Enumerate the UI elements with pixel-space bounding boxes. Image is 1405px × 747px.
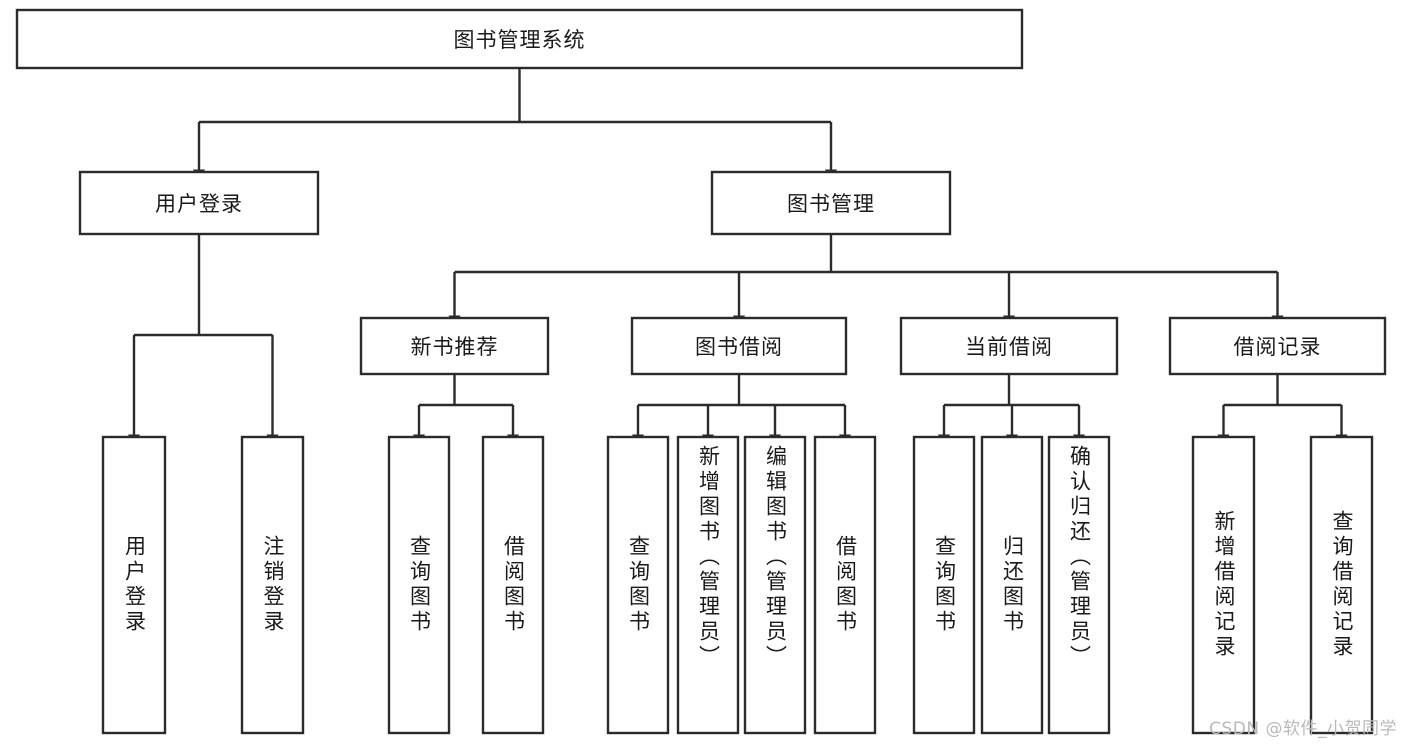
level3-box-current-borrow: [899, 316, 1119, 376]
leaf-box-leaf-user-login: [101, 435, 167, 735]
leaf-box-leaf-edit-book: [743, 435, 807, 735]
level2-box-book-manage: [710, 170, 952, 236]
leaf-box-leaf-borrow-book-1: [481, 435, 545, 735]
level3-box-book-borrow: [630, 316, 848, 376]
leaf-box-leaf-add-book: [676, 435, 740, 735]
level3-box-borrow-record: [1168, 316, 1387, 376]
boxes-layer: [15, 8, 1387, 735]
leaf-box-leaf-add-record: [1191, 435, 1256, 735]
leaf-box-leaf-query-book-2: [606, 435, 670, 735]
root-box-root: [15, 8, 1024, 70]
leaf-box-leaf-return-book: [980, 435, 1044, 735]
level2-box-user-login: [78, 170, 320, 236]
leaf-box-leaf-query-book-3: [912, 435, 976, 735]
leaf-box-leaf-borrow-book-2: [813, 435, 877, 735]
leaf-box-leaf-confirm-return: [1047, 435, 1111, 735]
leaf-box-leaf-query-record: [1309, 435, 1374, 735]
connectors-layer: [134, 68, 1342, 436]
watermark-text: CSDN @软件_小贺同学: [1209, 719, 1397, 739]
leaf-box-leaf-user-logout: [240, 435, 305, 735]
leaf-box-leaf-query-book-1: [387, 435, 451, 735]
level3-box-new-book-rec: [359, 316, 550, 376]
